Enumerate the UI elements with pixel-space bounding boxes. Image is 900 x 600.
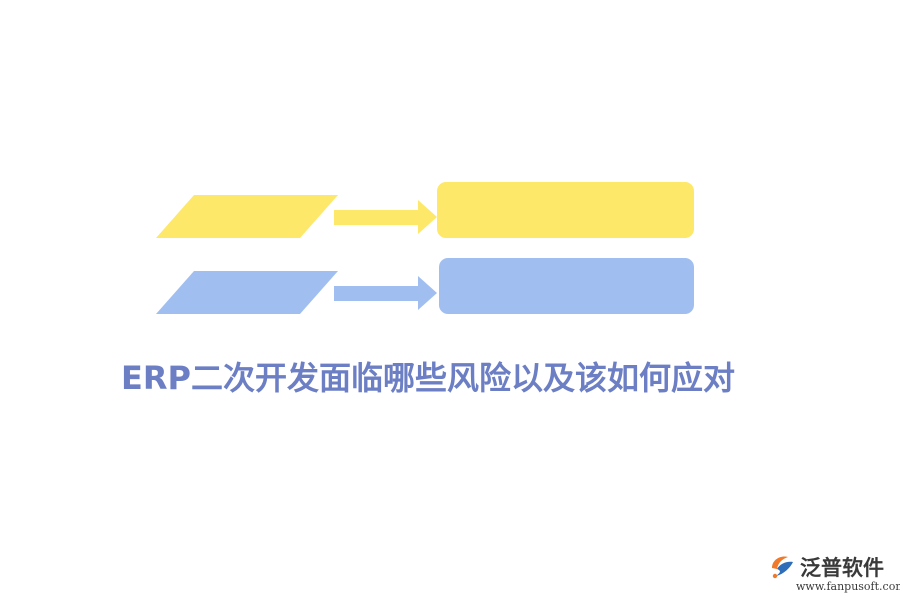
fanpu-logo-icon	[772, 556, 793, 579]
output-box-blue	[439, 258, 694, 314]
page-title: ERP二次开发面临哪些风险以及该如何应对	[121, 359, 735, 397]
logo-name: 泛普软件	[800, 556, 884, 580]
arrow-icon-yellow	[334, 200, 437, 234]
input-parallelogram-blue	[156, 271, 338, 314]
logo: 泛普软件 www.fanpusoft.com	[768, 550, 900, 596]
arrow-icon-blue	[334, 276, 437, 310]
input-parallelogram-yellow	[156, 195, 338, 238]
logo-url: www.fanpusoft.com	[796, 580, 900, 593]
output-box-yellow	[437, 182, 694, 238]
